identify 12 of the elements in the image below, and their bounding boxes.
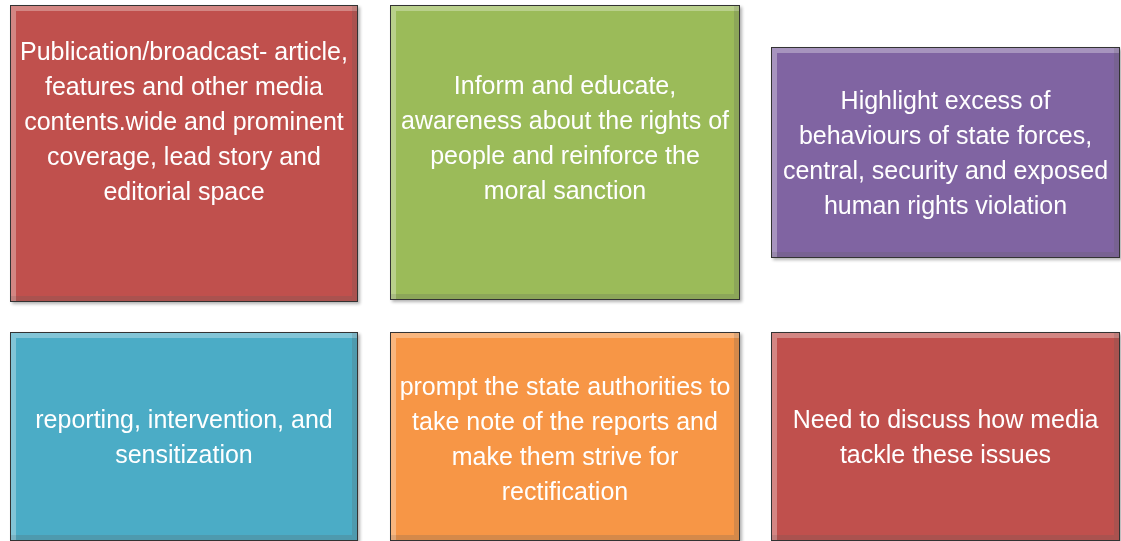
text-box	[10, 5, 358, 302]
text-box	[390, 5, 740, 300]
text-box	[10, 332, 358, 541]
box-text: Need to discuss how media tackle these issues	[791, 403, 1100, 470]
box-text: prompt the state authorities to take note of the reports and make them strive for rectification	[399, 370, 731, 507]
box-text: reporting, intervention, and sensitization	[34, 403, 334, 470]
box-text: Highlight excess of behaviours of state forces, central, security and exposed human rights violation	[781, 84, 1110, 221]
text-box	[771, 47, 1120, 258]
text-box	[390, 332, 740, 541]
box-text: Inform and educate, awareness about the rights of people and reinforce the moral sanction	[400, 70, 730, 206]
box-text: Publication/broadcast- article, features and other media contents.wide and prominent coverage, lead story and editorial space	[19, 36, 349, 207]
text-box	[771, 332, 1120, 541]
